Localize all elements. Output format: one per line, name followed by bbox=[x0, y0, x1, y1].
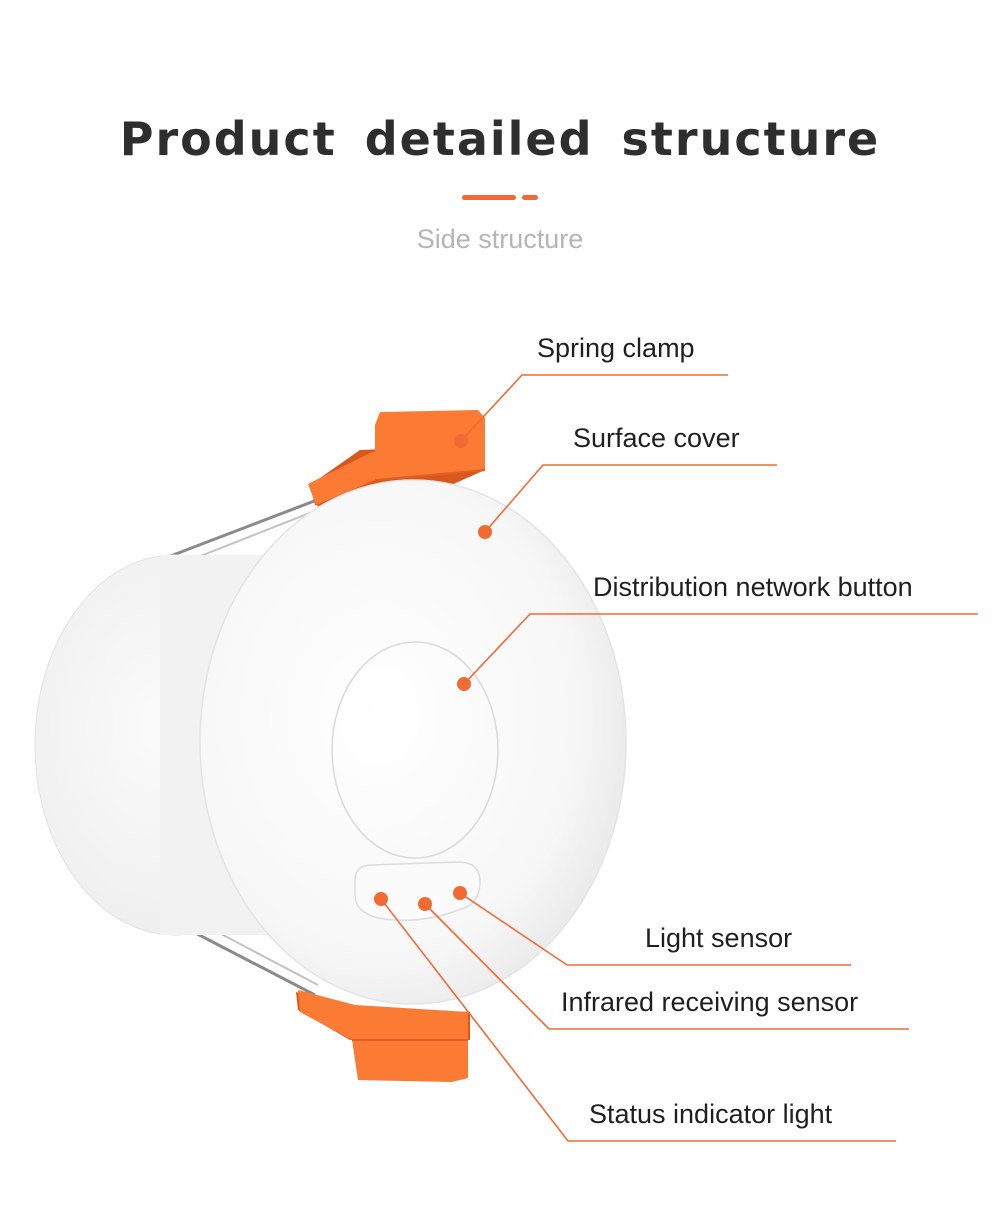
label-status-indicator-light: Status indicator light bbox=[589, 1099, 833, 1129]
leader-status-light bbox=[380, 898, 896, 1142]
page-title: Product detailed structure bbox=[119, 112, 881, 166]
leader-lines bbox=[380, 374, 978, 1142]
dot-light-sensor bbox=[453, 886, 467, 900]
title-accent-long bbox=[462, 195, 516, 200]
leader-spring-clamp bbox=[460, 374, 728, 442]
network-button bbox=[331, 641, 499, 859]
label-surface-cover: Surface cover bbox=[573, 423, 740, 453]
dot-infrared-sensor bbox=[418, 897, 432, 911]
leader-network-button bbox=[463, 613, 978, 685]
surface-cover-face bbox=[199, 479, 627, 1005]
dot-spring-clamp bbox=[454, 434, 468, 448]
label-distribution-network-button: Distribution network button bbox=[593, 572, 913, 602]
subtitle: Side structure bbox=[416, 224, 584, 254]
label-light-sensor: Light sensor bbox=[645, 923, 793, 953]
dot-surface-cover bbox=[478, 525, 492, 539]
dot-status-light bbox=[374, 892, 388, 906]
title-accent-short bbox=[522, 195, 538, 200]
leader-infrared-sensor bbox=[424, 903, 909, 1030]
bottom-spring-clamp bbox=[296, 990, 470, 1082]
leader-dots bbox=[374, 434, 492, 911]
leader-surface-cover bbox=[484, 464, 777, 533]
label-infrared-receiving-sensor: Infrared receiving sensor bbox=[561, 987, 859, 1017]
leader-light-sensor bbox=[459, 892, 851, 966]
dot-network-button bbox=[457, 677, 471, 691]
label-spring-clamp: Spring clamp bbox=[537, 333, 695, 363]
